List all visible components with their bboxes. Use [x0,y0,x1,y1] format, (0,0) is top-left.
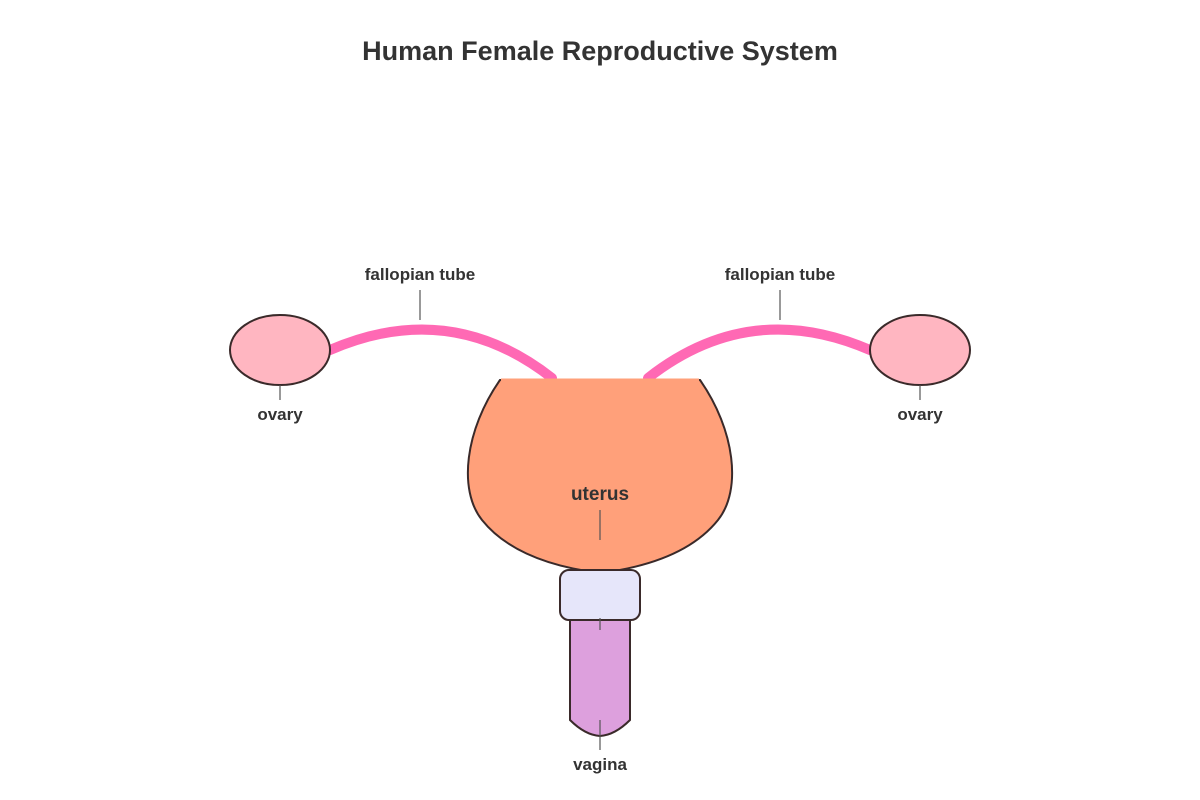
label-uterus: uterus [571,484,629,505]
label-ovary-right: ovary [897,405,943,424]
ovary-right [869,314,971,386]
cervix-shape [559,569,641,621]
label-vagina: vagina [573,755,627,774]
uterus-shape [466,379,734,575]
label-fallopian-tube-right: fallopian tube [725,265,836,284]
ovary-left [229,314,331,386]
label-fallopian-tube-left: fallopian tube [365,265,476,284]
diagram-title: Human Female Reproductive System [362,36,838,66]
fallopian-tube-left [325,324,557,383]
fallopian-tube-right [643,324,875,383]
label-ovary-left: ovary [257,405,303,424]
vagina-shape [569,614,631,738]
